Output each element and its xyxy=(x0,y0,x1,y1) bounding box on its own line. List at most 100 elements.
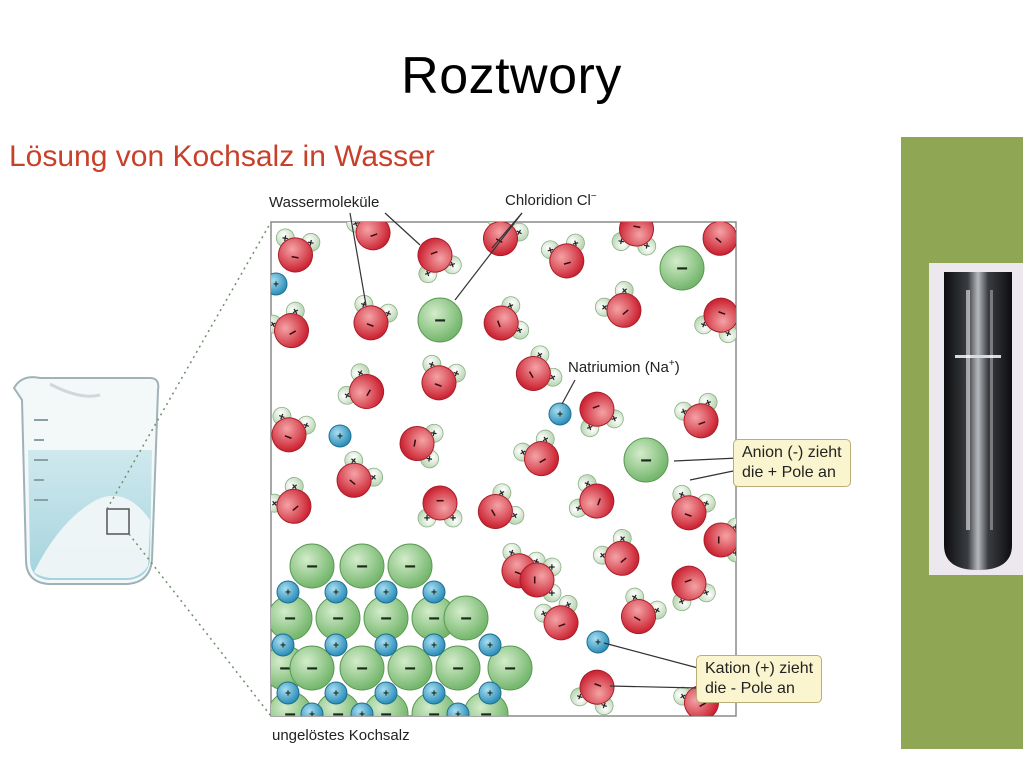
water-molecule: ++− xyxy=(515,345,563,391)
oxygen-atom xyxy=(549,243,585,279)
sodium-ion xyxy=(548,402,572,426)
oxygen-atom xyxy=(604,540,640,576)
plus-sign: + xyxy=(677,690,689,704)
plus-sign: + xyxy=(572,503,585,513)
plus-sign: + xyxy=(546,244,555,257)
minus-sign: − xyxy=(527,576,543,584)
callout-cation: Kation (+) zieht die - Pole an xyxy=(696,655,823,703)
sodium-ion xyxy=(422,580,446,604)
slide-title: Roztwory xyxy=(401,47,622,105)
oxygen-atom xyxy=(683,403,719,439)
plus-sign: + xyxy=(422,455,435,463)
sodium-ion xyxy=(324,580,348,604)
plus-sign: + xyxy=(280,641,286,652)
minus-sign: − xyxy=(279,658,291,680)
minus-sign: − xyxy=(284,704,296,726)
chloride-ion xyxy=(339,543,385,589)
callout-anion: Anion (-) zieht die + Pole an xyxy=(733,439,851,487)
water-molecule: ++− xyxy=(534,594,579,641)
plus-sign: + xyxy=(455,710,461,721)
chloride-ion xyxy=(289,543,335,589)
oxygen-atom xyxy=(483,305,519,341)
plus-sign: + xyxy=(351,217,361,230)
plus-sign: + xyxy=(309,710,315,721)
plus-sign: + xyxy=(383,689,389,700)
sodium-ion xyxy=(446,702,470,716)
water-molecule: ++− xyxy=(399,423,444,469)
plus-sign: + xyxy=(699,317,709,330)
minus-sign: − xyxy=(504,658,516,680)
oxygen-atom xyxy=(619,222,655,247)
oxygen-atom xyxy=(515,356,551,391)
oxygen-atom xyxy=(579,391,615,427)
plus-sign: + xyxy=(450,511,456,523)
minus-sign: − xyxy=(434,310,446,332)
plus-sign: + xyxy=(273,280,279,291)
plus-sign: + xyxy=(503,301,516,311)
zoom-line-top xyxy=(106,221,272,510)
oxygen-atom xyxy=(276,488,312,524)
plus-sign: + xyxy=(545,590,557,596)
plus-sign: + xyxy=(507,510,521,522)
plus-sign: + xyxy=(359,710,365,721)
plus-sign: + xyxy=(676,594,686,607)
plus-sign: + xyxy=(487,641,493,652)
minus-sign: − xyxy=(306,658,318,680)
plus-sign: + xyxy=(595,638,601,649)
sodium-ion xyxy=(374,580,398,604)
plus-sign: + xyxy=(333,689,339,700)
minus-sign: − xyxy=(711,536,727,544)
water-molecule: ++− xyxy=(275,228,321,273)
plus-sign: + xyxy=(575,689,585,702)
plus-sign: + xyxy=(643,239,651,252)
liquid-meniscus xyxy=(955,355,1001,358)
sodium-ion xyxy=(374,633,398,657)
chloride-ion xyxy=(387,543,433,589)
plus-sign: + xyxy=(341,390,355,402)
oxygen-atom xyxy=(355,222,391,251)
plus-sign: + xyxy=(383,307,393,320)
water-molecule: ++− xyxy=(579,391,624,438)
minus-sign: − xyxy=(356,556,368,578)
water-molecule: ++− xyxy=(513,429,559,477)
plus-sign: + xyxy=(426,358,436,371)
minus-sign: − xyxy=(676,258,688,280)
plus-sign: + xyxy=(584,420,594,433)
plus-sign: + xyxy=(512,325,525,335)
water-molecule: ++− xyxy=(353,294,398,341)
oxygen-atom xyxy=(703,297,736,333)
water-molecule: ++− xyxy=(421,354,466,401)
plus-sign: + xyxy=(333,641,339,652)
plus-sign: + xyxy=(545,564,557,570)
minus-sign: − xyxy=(332,704,344,726)
sodium-ion xyxy=(328,424,352,448)
water-molecule: ++− xyxy=(694,297,736,344)
oxygen-atom xyxy=(671,495,707,531)
chloride-ion xyxy=(417,297,463,343)
water-molecule: ++− xyxy=(674,392,719,439)
label-undissolved-salt: ungelöstes Kochsalz xyxy=(272,727,410,744)
diagram-title: Lösung von Kochsalz in Wasser xyxy=(9,140,435,173)
plus-sign: + xyxy=(285,689,291,700)
water-molecule: ++− xyxy=(621,587,667,635)
plus-sign: + xyxy=(337,432,343,443)
plus-sign: + xyxy=(701,497,711,510)
plus-sign: + xyxy=(703,396,713,409)
plus-sign: + xyxy=(431,641,437,652)
plus-sign: + xyxy=(532,349,546,361)
plus-sign: + xyxy=(285,588,291,599)
plus-sign: + xyxy=(447,257,457,270)
minus-sign: − xyxy=(404,658,416,680)
plus-sign: + xyxy=(506,546,516,559)
water-molecule: ++− xyxy=(271,406,316,453)
plus-sign: + xyxy=(531,555,541,568)
plus-sign: + xyxy=(333,588,339,599)
water-molecule: ++− xyxy=(568,474,615,519)
sodium-ion xyxy=(276,580,300,604)
plus-sign: + xyxy=(676,488,686,501)
plus-sign: + xyxy=(422,266,432,279)
water-molecule: ++− xyxy=(346,217,391,251)
plus-sign: + xyxy=(494,487,508,499)
plus-sign: + xyxy=(599,698,609,711)
water-molecule: ++− xyxy=(671,565,716,612)
